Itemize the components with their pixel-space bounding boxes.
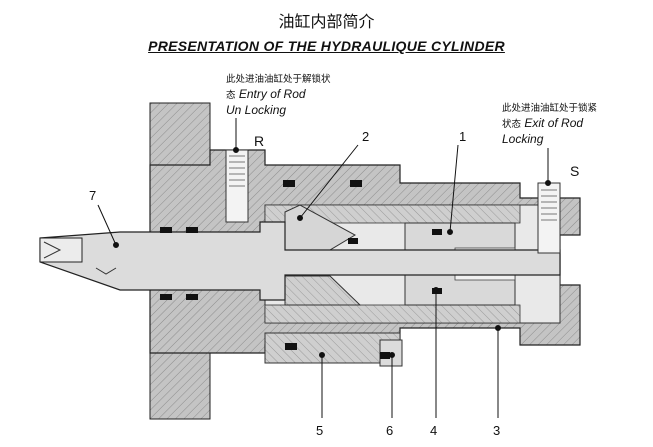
lower-sleeve [264,304,521,324]
upper-sleeve [264,204,521,224]
exit-cn-line1: 此处进油油缸处于锁紧 [502,103,598,114]
title-english: PRESENTATION OF THE HYDRAULIQUE CYLINDER [148,38,505,54]
seal [348,238,358,244]
leader-6-dot [389,352,395,358]
leader-lines [97,118,551,418]
seal [160,294,172,300]
callout-2: 2 [362,129,370,144]
seal [350,180,362,187]
seal [283,180,295,187]
leader-7 [97,204,117,246]
mounting-flange-bottom [149,352,211,420]
leader-1 [449,144,459,233]
leader-3-dot [495,325,501,331]
mounting-flange-top [149,102,211,166]
leader-exit-dot [545,180,551,186]
leader-7-dot [113,242,119,248]
callout-7: 7 [89,188,97,203]
callout-1: 1 [459,129,467,144]
port-s-channel [537,182,561,254]
entry-cn-line2: 态 [226,90,236,101]
exit-annotation: 此处进油油缸处于锁紧 状态 Exit of Rod Locking [502,101,597,147]
seal [432,229,442,235]
entry-cn-line1: 此处进油油缸处于解锁状 [226,74,331,85]
callout-6: 6 [386,423,394,438]
rod-end-mark [43,241,62,259]
entry-en-line1: Entry of Rod [238,87,306,101]
callout-3: 3 [493,423,501,438]
piston-rod [39,221,561,301]
port-r-label: R [254,133,265,149]
exit-cn-line2: 状态 [502,119,522,130]
rod-end-mark-2 [95,267,117,275]
port-s-label: S [570,163,580,179]
seal [160,227,172,233]
port-r-thread [229,155,245,187]
leader-2 [299,144,359,219]
callout-5: 5 [316,423,324,438]
leader-1-dot [447,229,453,235]
callout-4: 4 [430,423,438,438]
leader-entry-dot [233,147,239,153]
seal [186,227,198,233]
port-s-thread [541,189,557,221]
entry-en-line2: Un Locking [226,103,287,117]
seal [285,343,297,350]
entry-annotation: 此处进油油缸处于解锁状 态 Entry of Rod Un Locking [226,72,331,118]
seal [186,294,198,300]
leader-4-dot [433,287,439,293]
leader-5-dot [319,352,325,358]
exit-en-line1: Exit of Rod [524,116,584,130]
seal [380,352,390,359]
exit-en-line2: Locking [502,132,544,146]
title-chinese: 油缸内部简介 [278,12,375,31]
leader-2-dot [297,215,303,221]
